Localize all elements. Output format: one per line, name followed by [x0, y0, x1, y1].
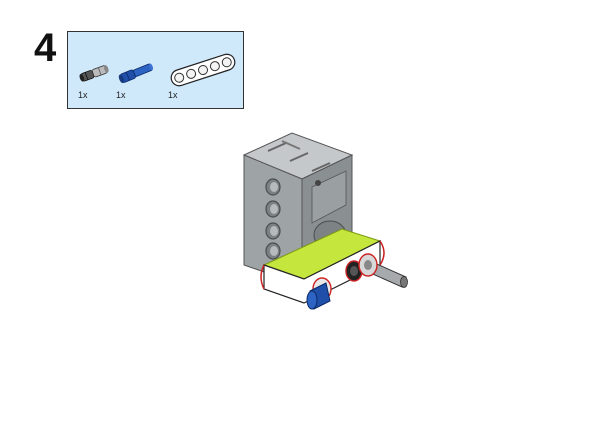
part-qty-1: 1x — [78, 90, 88, 100]
connector-peg-icon — [79, 65, 109, 82]
part-qty-3: 1x — [168, 90, 178, 100]
part-qty-2: 1x — [116, 90, 126, 100]
parts-list-box: 1x 1x 1x — [67, 31, 244, 109]
step-number: 4 — [34, 26, 57, 70]
blue-peg — [306, 277, 332, 310]
axle-peg-icon — [118, 63, 154, 84]
assembly-illustration — [242, 132, 408, 310]
beam-icon — [170, 53, 236, 87]
gray-axle — [358, 253, 408, 288]
